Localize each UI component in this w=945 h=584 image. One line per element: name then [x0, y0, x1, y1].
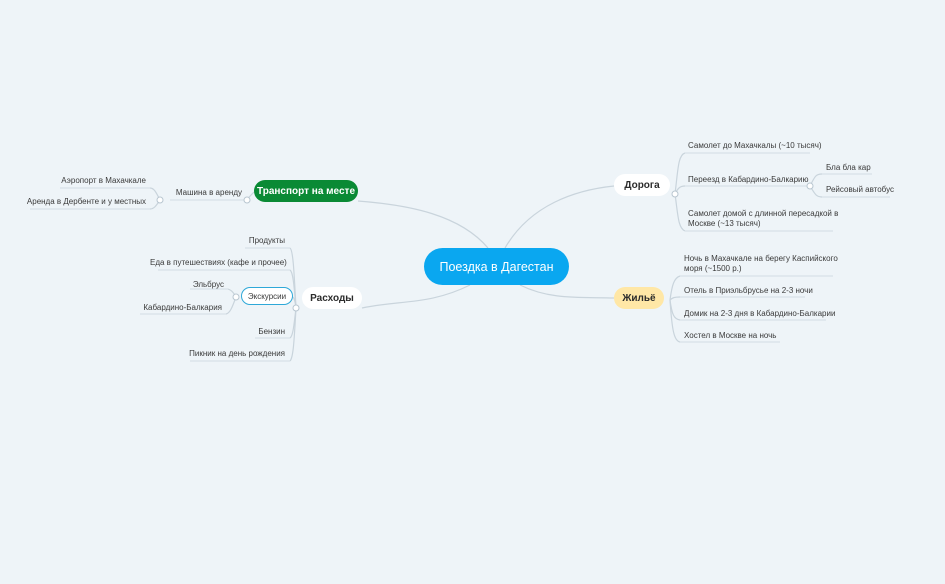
subtopic-night-line2: моря (~1500 р.)	[684, 264, 742, 273]
subtopic-hotel[interactable]: Отель в Приэльбрусье на 2-3 ночи	[684, 286, 813, 295]
topic-rashody[interactable]: Расходы	[302, 287, 362, 309]
subtopic-plane-to[interactable]: Самолет до Махачкалы (~10 тысяч)	[688, 141, 822, 150]
subtopic-hostel[interactable]: Хостел в Москве на ночь	[684, 331, 777, 340]
link-central-transport	[357, 200, 489, 249]
topic-transport[interactable]: Транспорт на месте	[254, 180, 358, 202]
subtopic-blablacar[interactable]: Бла бла кар	[826, 163, 871, 172]
subtopic-plane-back[interactable]: Самолет домой с длинной пересадкой в Мос…	[688, 209, 838, 229]
subtopic-kbr[interactable]: Кабардино-Балкария	[143, 303, 222, 312]
central-topic[interactable]: Поездка в Дагестан	[424, 248, 569, 285]
subtopic-products[interactable]: Продукты	[248, 236, 285, 245]
subtopic-bus[interactable]: Рейсовый автобус	[826, 185, 894, 194]
subtopic-fuel[interactable]: Бензин	[258, 327, 285, 336]
subtopic-derbent-rental[interactable]: Аренда в Дербенте и у местных	[26, 197, 146, 206]
link-central-zhilye	[519, 284, 615, 299]
subtopic-night-line1: Ночь в Махачкале на берегу Каспийского	[684, 254, 838, 263]
subtopic-car-rental[interactable]: Машина в аренду	[175, 188, 242, 197]
subtopic-elbrus[interactable]: Эльбрус	[192, 280, 224, 289]
subtopic-food[interactable]: Еда в путешествиях (кафе и прочее)	[150, 258, 287, 267]
subtopic-plane-back-line1: Самолет домой с длинной пересадкой в	[688, 209, 839, 218]
subtopic-house[interactable]: Домик на 2-3 дня в Кабардино-Балкарии	[684, 309, 836, 318]
subtopic-excursions[interactable]: Экскурсии	[241, 287, 293, 305]
subtopic-transfer[interactable]: Переезд в Кабардино-Балкарию	[688, 175, 809, 184]
subtopic-picnic[interactable]: Пикник на день рождения	[189, 349, 285, 358]
subtopic-night-makhachkala[interactable]: Ночь в Махачкале на берегу Каспийского м…	[684, 254, 838, 274]
subtopic-airport[interactable]: Аэропорт в Махачкале	[61, 176, 146, 185]
topic-zhilye[interactable]: Жильё	[614, 287, 664, 309]
link-central-doroga	[504, 185, 615, 249]
topic-doroga[interactable]: Дорога	[614, 174, 670, 196]
link-central-rashody	[361, 284, 471, 309]
subtopic-plane-back-line2: Москве (~13 тысяч)	[688, 219, 761, 228]
